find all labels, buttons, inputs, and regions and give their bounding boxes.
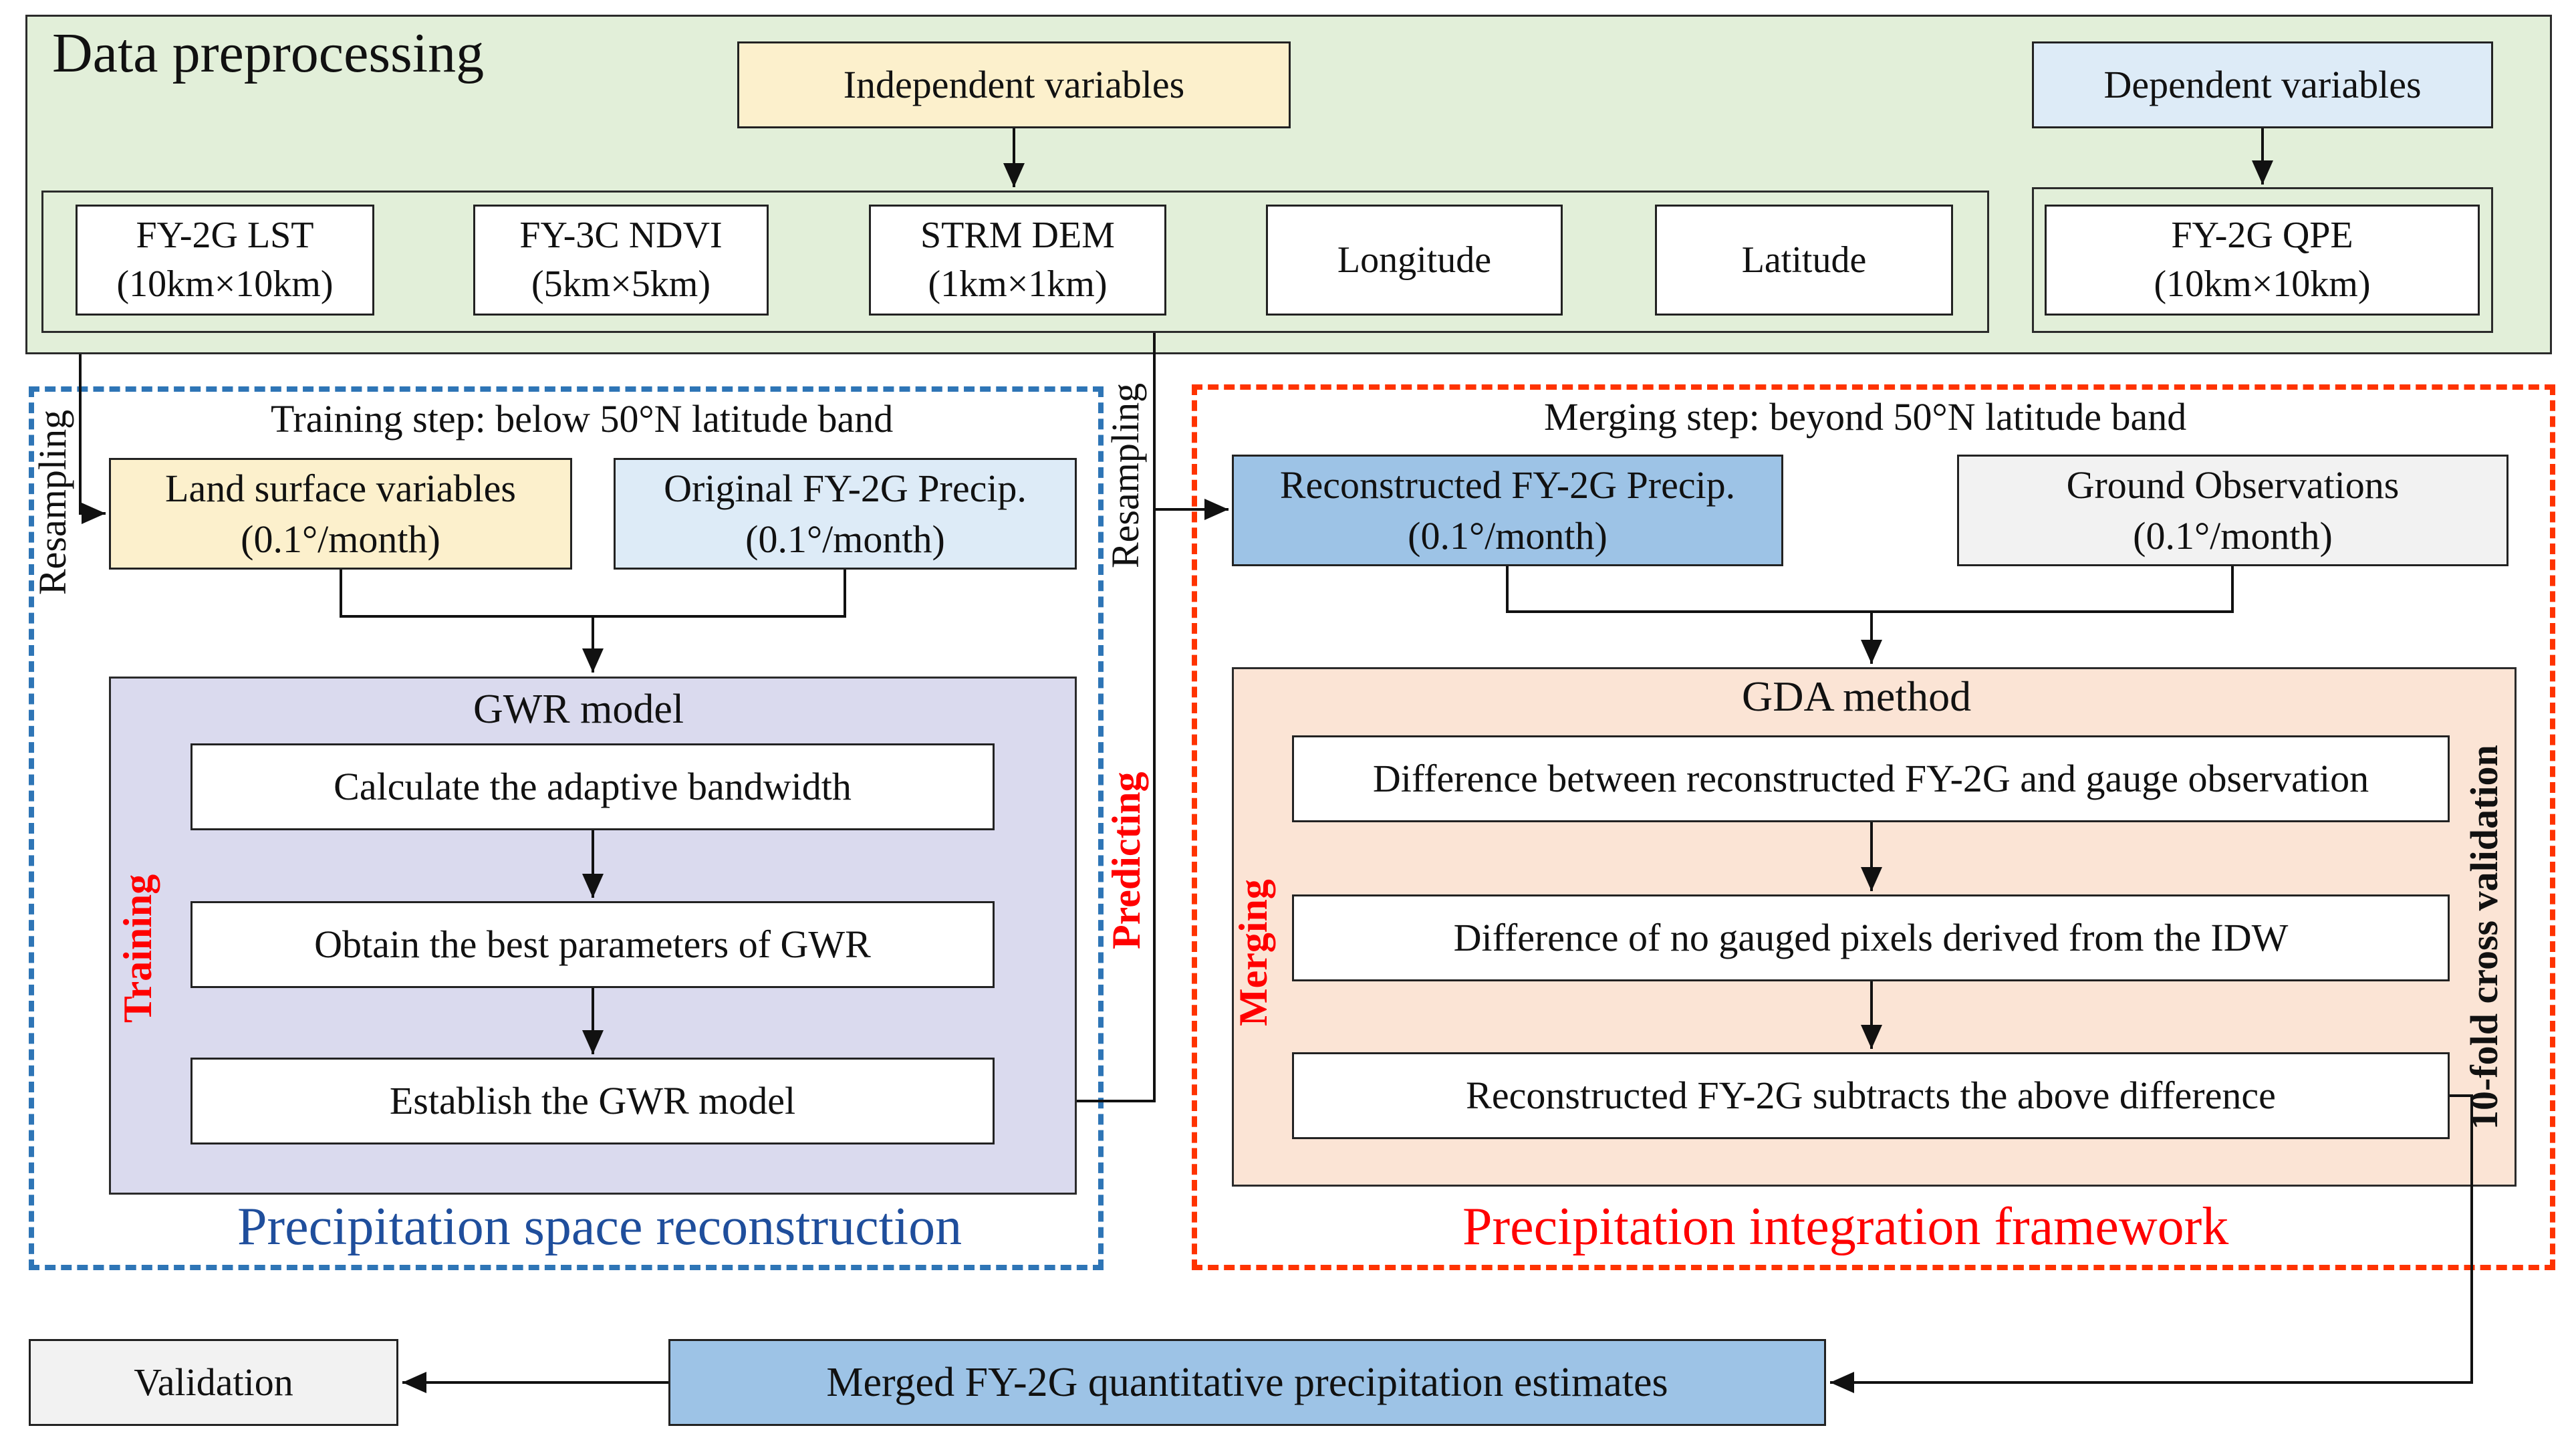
gwr-step-establish: Establish the GWR model [190,1058,995,1144]
variable-name: FY-2G LST [136,215,314,257]
training-step-label: Training step: below 50°N latitude band [271,397,894,441]
land-surface-variables-box: Land surface variables (0.1°/month) [109,458,572,570]
box-name: Ground Observations [2066,463,2400,507]
validation-box: Validation [29,1339,398,1426]
dependent-variables-group [2032,187,2493,333]
step-text: Establish the GWR model [389,1079,796,1123]
reconstructed-fy2g-precip-box: Reconstructed FY-2G Precip. (0.1°/month) [1232,455,1783,566]
box-name: Original FY-2G Precip. [664,467,1027,511]
ground-observations-box: Ground Observations (0.1°/month) [1957,455,2508,566]
merging-step-label: Merging step: beyond 50°N latitude band [1544,395,2187,439]
step-text: Difference of no gauged pixels derived f… [1453,916,2289,960]
training-label: Training [116,874,160,1023]
variable-strm-dem: STRM DEM (1km×1km) [869,205,1166,316]
resampling-mid-label: Resampling [1104,382,1147,568]
box-resolution: (0.1°/month) [745,517,945,561]
variable-longitude: Longitude [1266,205,1563,316]
step-text: Obtain the best parameters of GWR [314,923,871,967]
variable-name: STRM DEM [920,215,1115,257]
independent-variables-label: Independent variables [843,63,1185,107]
gda-step-idw: Difference of no gauged pixels derived f… [1292,894,2450,981]
variable-latitude: Latitude [1655,205,1953,316]
merged-estimates-label: Merged FY-2G quantitative precipitation … [826,1359,1668,1405]
original-fy2g-precip-box: Original FY-2G Precip. (0.1°/month) [614,458,1077,570]
gwr-step-bandwidth: Calculate the adaptive bandwidth [190,743,995,830]
gda-method-title: GDA method [1742,673,1972,720]
predicting-label: Predicting [1104,771,1148,949]
box-name: Reconstructed FY-2G Precip. [1279,463,1736,507]
gda-step-difference: Difference between reconstructed FY-2G a… [1292,735,2450,822]
variable-fy2g-lst: FY-2G LST (10km×10km) [76,205,374,316]
variable-resolution: (10km×10km) [116,263,334,305]
variable-name: Latitude [1741,239,1867,281]
dependent-variables-label: Dependent variables [2103,63,2422,107]
reconstruction-title: Precipitation space reconstruction [237,1197,962,1256]
variable-fy3c-ndvi: FY-3C NDVI (5km×5km) [473,205,769,316]
box-resolution: (0.1°/month) [2133,513,2333,558]
box-resolution: (0.1°/month) [1408,513,1607,558]
validation-label: Validation [134,1360,293,1405]
variable-resolution: (5km×5km) [531,263,711,305]
step-text: Difference between reconstructed FY-2G a… [1372,757,2369,801]
gda-step-subtract: Reconstructed FY-2G subtracts the above … [1292,1052,2450,1139]
variable-name: FY-3C NDVI [519,215,723,257]
merging-label: Merging [1231,879,1275,1026]
step-text: Calculate the adaptive bandwidth [334,765,852,809]
integration-title: Precipitation integration framework [1462,1197,2229,1256]
merged-estimates-box: Merged FY-2G quantitative precipitation … [668,1339,1826,1426]
step-text: Reconstructed FY-2G subtracts the above … [1466,1074,2276,1118]
box-name: Land surface variables [165,467,516,511]
variable-name: Longitude [1337,239,1492,281]
variable-name: FY-2G QPE [2171,215,2353,257]
variable-fy2g-qpe: FY-2G QPE (10km×10km) [2045,205,2480,316]
variable-resolution: (10km×10km) [2154,263,2371,305]
variable-resolution: (1km×1km) [928,263,1108,305]
independent-variables-box: Independent variables [737,41,1291,128]
preprocessing-title: Data preprocessing [52,22,485,84]
cross-validation-label: 10-fold cross validation [2462,745,2506,1130]
dependent-variables-box: Dependent variables [2032,41,2493,128]
box-resolution: (0.1°/month) [241,517,440,561]
resampling-left-label: Resampling [31,409,74,595]
gwr-model-title: GWR model [473,687,684,732]
gwr-step-parameters: Obtain the best parameters of GWR [190,901,995,988]
independent-variables-group [41,191,1989,333]
